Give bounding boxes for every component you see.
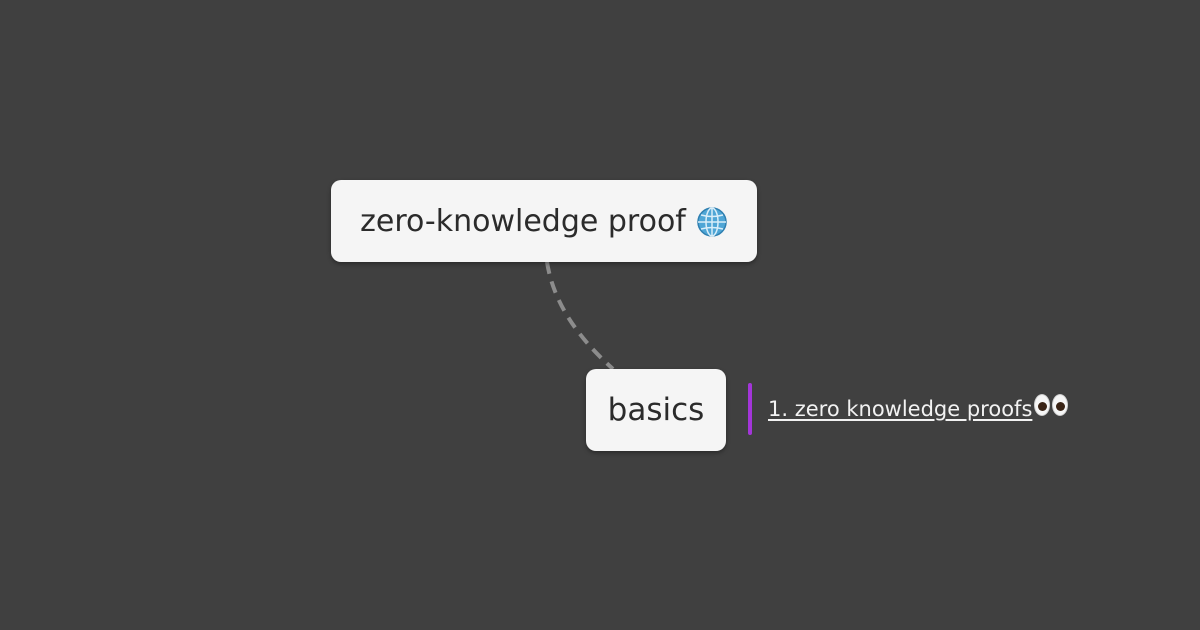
reference-link[interactable]: 1. zero knowledge proofs xyxy=(768,397,1032,421)
left-eye-shape xyxy=(1034,394,1051,416)
eyes-icon xyxy=(1034,394,1070,416)
root-node[interactable]: zero-knowledge proof xyxy=(331,180,757,262)
basics-node[interactable]: basics xyxy=(586,369,726,451)
reference-link-text: 1. zero knowledge proofs xyxy=(768,397,1033,421)
right-eye-shape xyxy=(1052,394,1069,416)
basics-node-label: basics xyxy=(607,392,705,428)
root-node-label: zero-knowledge proof xyxy=(360,203,686,239)
link-accent-bar xyxy=(748,383,752,435)
reference-link-group: 1. zero knowledge proofs xyxy=(748,383,1070,435)
globe-icon xyxy=(696,204,728,239)
